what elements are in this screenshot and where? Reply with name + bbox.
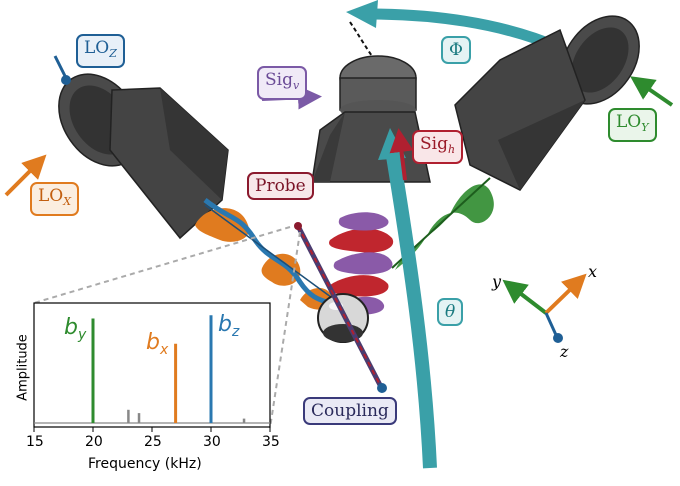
- peak-label-by-sub: y: [77, 327, 87, 343]
- right-horn: [454, 15, 640, 191]
- probe-label: Probe: [247, 172, 314, 200]
- top-horn: [311, 55, 431, 183]
- lo-x-arrow: [4, 154, 47, 197]
- chart-xlabel: Frequency (kHz): [88, 456, 202, 472]
- sig-v-sub: v: [292, 79, 300, 92]
- peak-label-bz-main: b: [218, 312, 232, 337]
- sig-h-label: Sigh: [412, 130, 464, 164]
- sig-h-arrow: [389, 128, 414, 181]
- lo-z-label: LOZ: [76, 34, 125, 68]
- xtick-label-0: 15: [26, 434, 44, 450]
- phi-label: Φ: [441, 36, 471, 64]
- lo-y-sub: Y: [641, 121, 649, 134]
- lo-x-label: LOX: [30, 182, 80, 216]
- phi-rotation-arrow: [346, 0, 566, 57]
- lo-y-main: LO: [616, 112, 642, 132]
- sig-v-main: Sig: [265, 70, 293, 90]
- zoom-lines: [33, 226, 301, 429]
- lo-z-main: LO: [84, 38, 110, 58]
- chart-ylabel: Amplitude: [15, 334, 31, 401]
- axis-x-label: x: [588, 262, 598, 281]
- axis-z-label: z: [560, 342, 569, 361]
- sig-h-main: Sig: [420, 134, 448, 154]
- peak-label-by: by: [64, 315, 86, 343]
- peak-label-bz-sub: z: [231, 324, 240, 340]
- probe-text: Probe: [255, 176, 306, 196]
- xtick-label-4: 35: [262, 434, 280, 450]
- left-horn: [58, 73, 229, 240]
- peak-label-bx-main: b: [146, 330, 160, 355]
- coordinate-axes: [502, 273, 587, 343]
- sig-h-sub: h: [447, 143, 456, 156]
- xtick-label-1: 20: [85, 434, 103, 450]
- theta-text: θ: [445, 302, 456, 322]
- lo-y-arrow: [630, 76, 674, 107]
- peak-label-bz: bz: [218, 312, 239, 340]
- theta-label: θ: [437, 298, 464, 326]
- lo-z-wave: [203, 198, 336, 308]
- lo-z-sub: Z: [109, 47, 117, 60]
- xtick-label-3: 30: [203, 434, 221, 450]
- peak-label-bx: bx: [146, 330, 168, 358]
- coupling-text: Coupling: [311, 401, 389, 421]
- spectrum-chart: [33, 302, 271, 432]
- sig-v-label: Sigv: [257, 66, 308, 100]
- phi-text: Φ: [449, 40, 463, 60]
- xtick-label-2: 25: [144, 434, 162, 450]
- lo-x-main: LO: [38, 186, 64, 206]
- lo-z-pin: [53, 55, 71, 85]
- peak-label-bx-sub: x: [159, 342, 169, 358]
- chart-plot-area: [33, 302, 271, 428]
- coupling-wire: [294, 222, 387, 393]
- coupling-label: Coupling: [303, 397, 397, 425]
- axis-y-label: y: [492, 272, 502, 291]
- lo-x-sub: X: [63, 195, 72, 208]
- lo-y-label: LOY: [608, 108, 657, 142]
- peak-label-by-main: b: [64, 315, 78, 340]
